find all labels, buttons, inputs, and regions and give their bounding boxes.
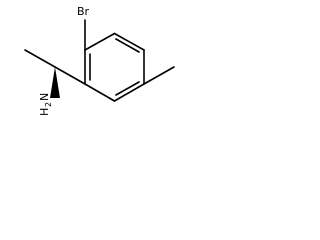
ring-double-bond-right	[115, 81, 140, 96]
bond-ring-to-methyl	[143, 66, 175, 85]
atom-amine-group: H 2 N	[38, 93, 53, 116]
atom-amine-h: H	[38, 108, 51, 116]
atom-bromine: Br	[77, 5, 90, 18]
ring-bond-lower-right	[113, 83, 145, 102]
ring-double-bond-top	[115, 38, 140, 53]
benzene-ring	[84, 32, 145, 102]
ring-bond-top	[113, 32, 145, 51]
ring-bond-upper-left	[84, 32, 116, 51]
wedge-bond-to-nh2	[50, 67, 60, 98]
bond-ring-to-chiral-c	[54, 66, 86, 85]
ring-bond-bottom	[84, 83, 116, 102]
bond-chiral-c-to-methyl	[24, 49, 56, 68]
chemical-structure-diagram: Br H 2 N	[24, 5, 175, 116]
atom-amine-subscript: 2	[44, 102, 53, 107]
atom-amine-n: N	[38, 93, 51, 101]
